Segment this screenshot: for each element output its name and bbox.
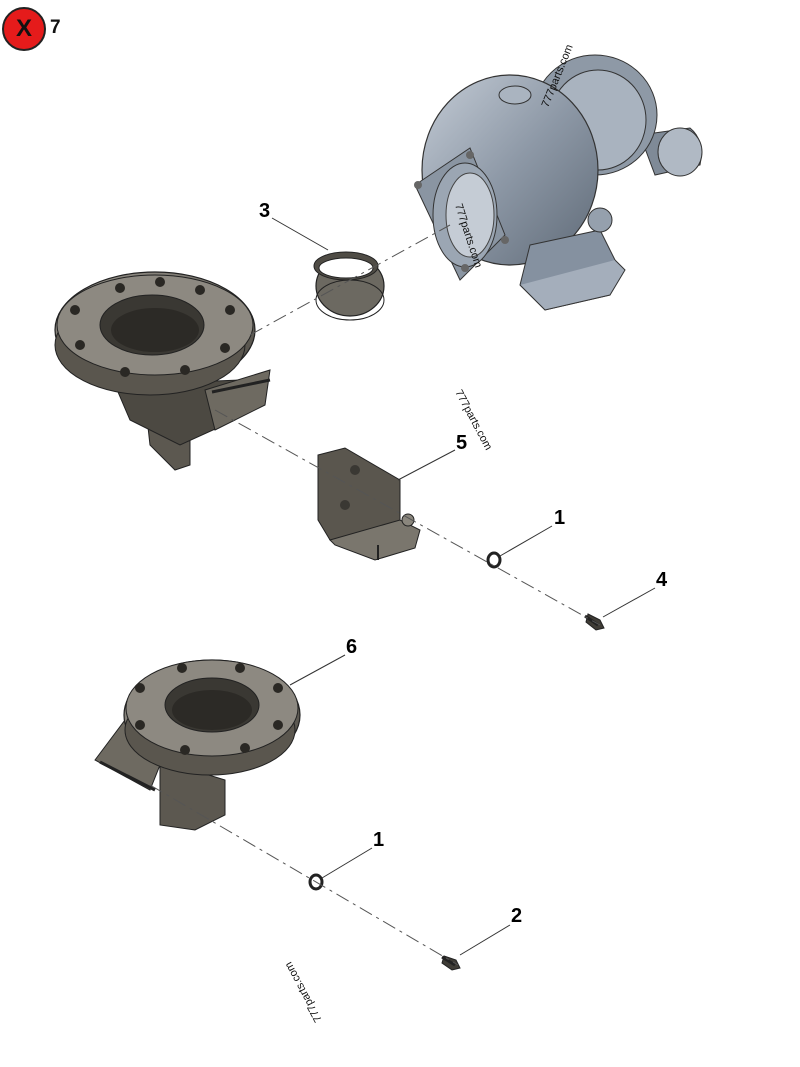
watermark-text: 777parts.com	[283, 960, 325, 1024]
upper-adapter	[54, 271, 271, 471]
callout-5: 5	[456, 432, 467, 454]
page-number: 7	[50, 17, 61, 38]
callout-2: 2	[511, 905, 522, 927]
washer-upper	[486, 551, 502, 569]
callout-3: 3	[259, 200, 270, 222]
mounting-bracket	[317, 447, 421, 561]
callout-1-upper: 1	[554, 507, 565, 529]
close-button[interactable]: X	[2, 7, 46, 51]
turbocharger	[414, 54, 703, 311]
bolt-lower	[441, 955, 461, 971]
callout-6: 6	[346, 636, 357, 658]
callout-leader-lines	[271, 217, 656, 956]
callout-1-lower: 1	[373, 829, 384, 851]
lower-adapter	[94, 659, 301, 831]
close-icon: X	[15, 15, 32, 42]
assembly-axis-lines	[149, 224, 601, 966]
callout-4: 4	[656, 569, 668, 591]
sealing-ring	[313, 251, 385, 321]
